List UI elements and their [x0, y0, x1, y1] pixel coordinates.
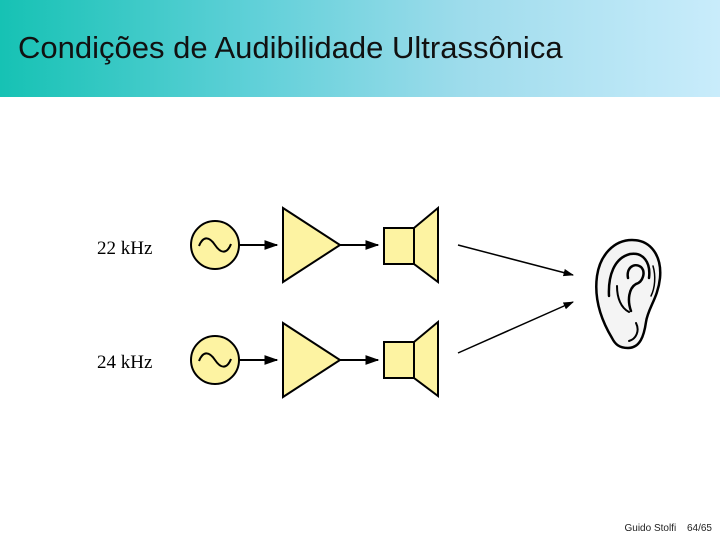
signal-chain-22khz: 22 kHz	[97, 205, 439, 284]
page-number: 64/65	[686, 523, 712, 534]
page-title: Condições de Audibilidade Ultrassônica	[18, 30, 563, 65]
footer: Guido Stolfi 64/65	[624, 523, 712, 534]
sound-path-arrow	[457, 301, 574, 354]
source-label-24khz: 24 kHz	[97, 352, 152, 373]
speaker-icon	[383, 205, 439, 284]
ear-icon	[595, 238, 662, 350]
oscillator-icon	[190, 335, 240, 385]
amplifier-icon	[282, 321, 342, 399]
oscillator-icon	[190, 220, 240, 270]
signal-chain-24khz: 24 kHz	[97, 319, 439, 399]
author-credit: Guido Stolfi	[624, 523, 677, 534]
source-label-22khz: 22 kHz	[97, 238, 152, 259]
sound-path-arrow	[457, 244, 575, 277]
speaker-icon	[383, 319, 439, 398]
amplifier-icon	[282, 206, 342, 284]
title-bar: Condições de Audibilidade Ultrassônica	[0, 0, 720, 97]
